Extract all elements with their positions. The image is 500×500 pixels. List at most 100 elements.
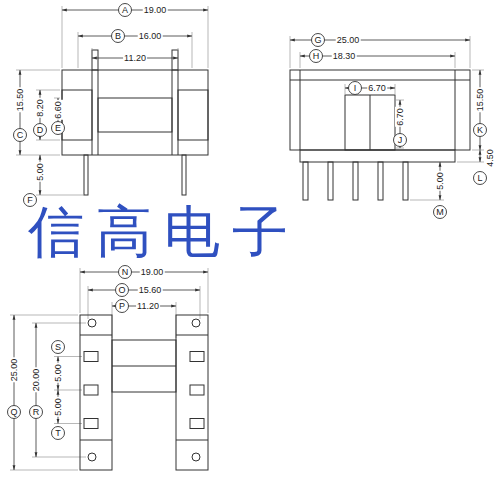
callout-letter: B bbox=[114, 31, 122, 41]
dimension-value: 19.00 bbox=[143, 5, 168, 15]
drawing-stroke bbox=[84, 419, 98, 429]
drawing-stroke bbox=[303, 162, 308, 200]
callout-letter: J bbox=[397, 135, 404, 145]
bottom-view bbox=[80, 315, 208, 470]
front-view bbox=[62, 50, 208, 195]
dimension-value: 4.50 bbox=[485, 148, 495, 168]
drawing-stroke bbox=[378, 162, 383, 200]
callout-letter: A bbox=[121, 5, 129, 15]
extension-lines bbox=[10, 6, 484, 470]
callout-letter: O bbox=[117, 285, 126, 295]
dimension-value: 5.00 bbox=[53, 397, 63, 417]
dimension-value: 25.00 bbox=[9, 358, 19, 383]
drawing-stroke bbox=[290, 80, 470, 81]
callout-circle bbox=[310, 50, 323, 63]
drawing-stroke bbox=[112, 366, 176, 367]
dimension-value: 5.00 bbox=[53, 363, 63, 383]
callout-circle bbox=[394, 134, 407, 147]
dimension-value: 18.30 bbox=[332, 51, 357, 61]
callout-letter: E bbox=[54, 123, 62, 133]
drawing-stroke bbox=[84, 385, 98, 395]
drawing-stroke bbox=[88, 319, 96, 327]
callout-letter: R bbox=[32, 407, 41, 417]
dimension-value: 6.70 bbox=[395, 107, 405, 127]
dimension-lines bbox=[14, 10, 480, 470]
drawing-stroke bbox=[190, 385, 204, 395]
callout-circle bbox=[34, 124, 47, 137]
drawing-stroke bbox=[62, 70, 208, 155]
dimension-line bbox=[14, 315, 15, 470]
side-view bbox=[290, 70, 470, 200]
dimension-value: 19.00 bbox=[140, 267, 165, 277]
dimension-value: 15.60 bbox=[138, 285, 163, 295]
callout-letter: G bbox=[313, 35, 322, 45]
callout-circle bbox=[119, 4, 132, 17]
drawing-stroke bbox=[370, 95, 371, 150]
dimension-line bbox=[480, 150, 481, 162]
drawing-stroke bbox=[98, 98, 172, 132]
callout-circle bbox=[434, 206, 447, 219]
dimension-value: 11.20 bbox=[123, 53, 147, 63]
dimension-value: 6.60 bbox=[53, 100, 63, 120]
drawing-stroke bbox=[300, 150, 455, 162]
callout-letter: L bbox=[476, 173, 483, 183]
drawing-stroke bbox=[16, 6, 208, 195]
drawing-stroke bbox=[80, 335, 208, 440]
drawing-stroke bbox=[178, 90, 208, 140]
dimension-line bbox=[78, 36, 192, 37]
dimension-value: 16.00 bbox=[138, 31, 163, 41]
drawing-stroke bbox=[192, 453, 200, 461]
drawing-stroke bbox=[80, 315, 112, 470]
drawing-stroke bbox=[328, 162, 333, 200]
drawing-stroke bbox=[182, 155, 186, 195]
callout-letter: D bbox=[36, 125, 45, 135]
dimension-value: 15.50 bbox=[475, 88, 485, 113]
callout-circle bbox=[312, 34, 325, 47]
callout-circle bbox=[349, 82, 362, 95]
drawing-stroke bbox=[190, 352, 204, 362]
dimension-line bbox=[300, 56, 455, 57]
drawing-stroke bbox=[88, 453, 96, 461]
callout-letter: K bbox=[476, 125, 484, 135]
callout-letter: N bbox=[121, 267, 130, 277]
drawing-stroke bbox=[84, 155, 88, 195]
callout-letter: I bbox=[353, 83, 358, 93]
callout-circle bbox=[52, 122, 65, 135]
callout-letter: H bbox=[312, 51, 321, 61]
callout-letter: S bbox=[54, 342, 62, 352]
drawing-stroke bbox=[112, 340, 176, 392]
callout-circle bbox=[14, 129, 27, 142]
dimension-value: 25.00 bbox=[336, 35, 361, 45]
callout-circle bbox=[8, 406, 21, 419]
drawing-stroke bbox=[290, 36, 484, 200]
drawing-stroke bbox=[455, 70, 456, 150]
callout-letter: C bbox=[16, 130, 25, 140]
watermark: 信高电子 bbox=[28, 202, 300, 262]
dimension-value: 5.00 bbox=[435, 171, 445, 191]
dimension-value: 15.50 bbox=[15, 88, 25, 113]
callout-letter: Q bbox=[9, 407, 18, 417]
dimension-value: 20.00 bbox=[31, 368, 41, 393]
callout-circle bbox=[119, 266, 132, 279]
drawing-stroke bbox=[192, 319, 200, 327]
dimension-line bbox=[20, 70, 21, 155]
callout-circle bbox=[30, 406, 43, 419]
callout-circle bbox=[474, 172, 487, 185]
dimension-line bbox=[62, 10, 208, 11]
dimension-value: 11.20 bbox=[136, 301, 160, 311]
drawing-stroke bbox=[290, 70, 470, 150]
drawing-stroke bbox=[190, 419, 204, 429]
callout-circle bbox=[116, 284, 129, 297]
callout-circle bbox=[474, 124, 487, 137]
drawing-stroke bbox=[300, 70, 301, 150]
dimension-value: 8.20 bbox=[35, 98, 45, 118]
drawing-stroke bbox=[84, 352, 98, 362]
dimension-value: 5.00 bbox=[35, 162, 45, 182]
callout-circle bbox=[52, 427, 65, 440]
drawing-stroke bbox=[403, 162, 408, 200]
callout-letter: T bbox=[54, 428, 62, 438]
callout-circles bbox=[8, 4, 487, 440]
drawing-stroke bbox=[353, 162, 358, 200]
